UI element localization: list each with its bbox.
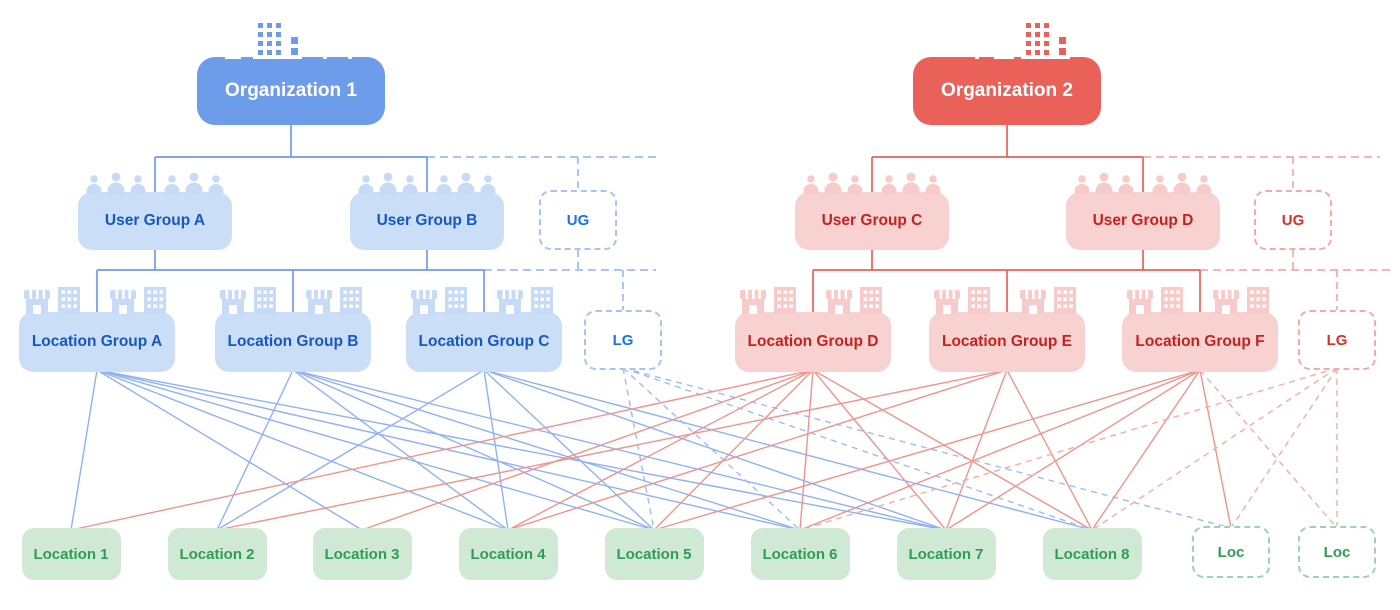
membership-edge (96, 369, 655, 531)
node-locG1: Loc (1192, 526, 1270, 578)
node-lgB: Location Group B (215, 287, 371, 372)
membership-edge (653, 369, 814, 531)
node-locG2: Loc (1298, 526, 1376, 578)
membership-edge (622, 367, 655, 531)
membership-edge (622, 367, 1093, 531)
membership-edge (799, 369, 814, 531)
node-label: Location Group B (227, 333, 359, 350)
node-loc1: Location 1 (21, 528, 121, 580)
node-ugA: User Group A (78, 172, 232, 250)
node-label: LG (612, 331, 634, 349)
membership-edge (292, 369, 947, 531)
node-label: Location Group D (747, 333, 879, 350)
membership-edge (96, 369, 947, 531)
node-label: Location Group A (31, 333, 163, 350)
node-label: Location 4 (470, 545, 546, 563)
membership-edge (799, 369, 1201, 531)
node-label: Location Group F (1135, 333, 1265, 350)
node-loc7: Location 7 (896, 528, 996, 580)
membership-edge (507, 369, 1008, 531)
membership-edge (653, 369, 1201, 531)
node-label: UG (1281, 211, 1305, 229)
node-lgD: Location Group D (735, 287, 891, 372)
node-lgC: Location Group C (406, 287, 562, 372)
node-ugC: User Group C (795, 172, 949, 250)
node-label: User Group D (1092, 212, 1194, 229)
node-loc3: Location 3 (312, 528, 412, 580)
node-ugGB: UG (539, 190, 617, 250)
membership-edge (1199, 369, 1338, 529)
membership-edge (1006, 369, 1093, 531)
membership-edge (216, 369, 1008, 531)
membership-edge (70, 369, 814, 531)
membership-edge (292, 369, 509, 531)
membership-edge (812, 369, 947, 531)
node-label: Loc (1323, 543, 1351, 561)
membership-edge (216, 369, 485, 531)
membership-edge (799, 367, 1338, 531)
membership-edge (292, 369, 801, 531)
membership-edge (945, 369, 1008, 531)
membership-edge (483, 369, 509, 531)
membership-edge (483, 369, 1093, 531)
membership-edge (70, 369, 98, 531)
membership-edge (483, 369, 947, 531)
membership-edge (945, 369, 1201, 531)
node-loc2: Location 2 (167, 528, 267, 580)
node-label: Location 1 (33, 545, 109, 563)
node-label: User Group B (376, 212, 478, 229)
node-loc8: Location 8 (1042, 528, 1142, 580)
node-label: Location 3 (324, 545, 400, 563)
membership-edge (483, 369, 655, 531)
node-org2: Organization 2 (913, 19, 1101, 125)
node-label: Loc (1217, 543, 1245, 561)
node-ugB: User Group B (350, 172, 504, 250)
node-loc5: Location 5 (604, 528, 704, 580)
membership-edge (96, 369, 509, 531)
membership-edge (96, 369, 801, 531)
node-ugGR: UG (1254, 190, 1332, 250)
membership-edge (292, 369, 655, 531)
membership-edge (622, 367, 1232, 529)
membership-edge (1230, 367, 1338, 529)
node-lgA: Location Group A (19, 287, 175, 372)
node-label: LG (1326, 331, 1348, 349)
membership-edge (507, 369, 814, 531)
node-ugD: User Group D (1066, 172, 1220, 250)
node-label: Location Group E (941, 333, 1073, 350)
node-lgGB: LG (584, 310, 662, 370)
node-label: Location 6 (762, 545, 838, 563)
node-label: Location Group C (418, 333, 550, 350)
membership-edge (1091, 369, 1201, 531)
node-label: Location 2 (179, 545, 255, 563)
node-lgE: Location Group E (929, 287, 1085, 372)
node-lgGR: LG (1298, 310, 1376, 370)
membership-edge (622, 367, 801, 531)
node-loc6: Location 6 (750, 528, 850, 580)
node-label: Organization 1 (225, 80, 357, 101)
node-label: UG (566, 211, 590, 229)
node-label: User Group C (821, 212, 923, 229)
node-label: User Group A (104, 212, 206, 229)
node-label: Organization 2 (941, 80, 1073, 101)
node-lgF: Location Group F (1122, 287, 1278, 372)
membership-edge (1091, 367, 1338, 531)
node-label: Location 8 (1054, 545, 1130, 563)
membership-edge (812, 369, 1093, 531)
membership-edge (96, 369, 363, 531)
membership-edge (361, 369, 814, 531)
node-label: Location 5 (616, 545, 692, 563)
node-loc4: Location 4 (458, 528, 558, 580)
node-org1: Organization 1 (197, 19, 385, 125)
node-label: Location 7 (908, 545, 984, 563)
membership-edge (216, 369, 294, 531)
